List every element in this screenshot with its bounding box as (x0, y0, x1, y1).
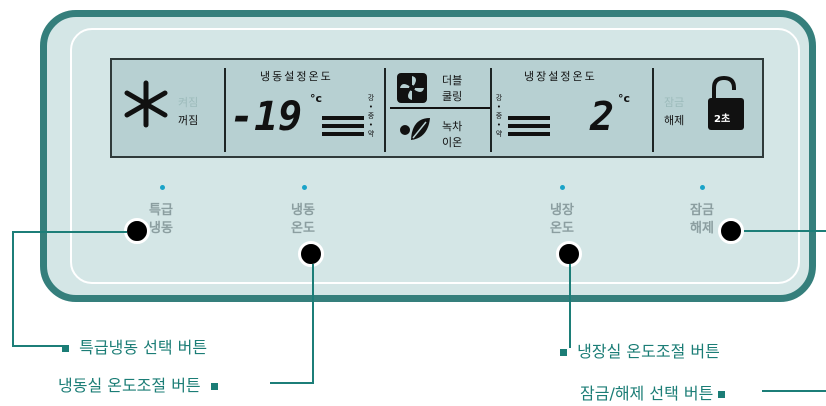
freezer-level-scale: 강 • 중 • 약 (367, 94, 375, 138)
fridge-temp-callout: 냉장실 온도조절 버튼 (560, 338, 720, 362)
level-strong: 강 (495, 94, 503, 102)
fan-icon (397, 73, 427, 103)
turbo-on-ghost: 켜짐 (178, 96, 199, 109)
button-label-line2: 해제 (690, 221, 714, 236)
fridge-temp-led (560, 185, 565, 190)
lcd-divider (652, 68, 654, 152)
lock-ghost-label: 잠금 (664, 96, 685, 109)
fridge-temp-button[interactable]: 냉장 온도 (532, 202, 592, 238)
leaf-icon (400, 118, 430, 140)
leader-line (270, 382, 314, 384)
lock-hold-badge: 2초 (714, 114, 731, 125)
bullet-square (560, 349, 567, 356)
button-label-line2: 온도 (550, 221, 574, 236)
level-weak: 약 (495, 130, 503, 138)
freezer-set-temp-title: 냉동설정온도 (260, 70, 333, 83)
level-medium: 중 (495, 112, 503, 120)
lcd-display: 켜짐 꺼짐 냉동설정온도 -19 °c 강 • 중 • 약 더블 쿨링 녹차 이… (110, 58, 764, 158)
lcd-divider (384, 68, 386, 152)
button-label-line1: 냉동 (291, 203, 315, 218)
leader-line (312, 264, 314, 384)
express-freeze-marker (124, 218, 150, 244)
lcd-hline (390, 107, 490, 109)
fridge-temp-unit: °c (618, 92, 631, 105)
lcd-divider (490, 68, 492, 152)
leader-line (12, 345, 62, 347)
callout-text: 잠금/해제 선택 버튼 (580, 384, 714, 403)
double-cooling-label-top: 더블 (442, 74, 463, 87)
freezer-level-bars (322, 116, 364, 140)
button-label-line1: 잠금 (690, 203, 714, 218)
callout-text: 냉동실 온도조절 버튼 (58, 376, 201, 395)
leader-line (569, 264, 571, 348)
bullet-square (718, 391, 726, 398)
lock-unlock-callout: 잠금/해제 선택 버튼 (580, 380, 726, 404)
level-strong: 강 (367, 94, 375, 102)
express-freeze-callout: 특급냉동 선택 버튼 (62, 334, 207, 358)
level-weak: 약 (367, 130, 375, 138)
callout-text: 특급냉동 선택 버튼 (79, 338, 208, 357)
green-tea-ion-label-top: 녹차 (442, 120, 463, 133)
fridge-level-bars (508, 116, 550, 140)
button-label-line2: 온도 (291, 221, 315, 236)
freezer-temp-unit: °c (310, 92, 323, 105)
double-cooling-label-bottom: 쿨링 (442, 90, 463, 103)
freezer-temp-led (302, 185, 307, 190)
freezer-temp-readout: -19 (230, 94, 303, 140)
button-label-line1: 특급 (149, 203, 173, 218)
fridge-set-temp-title: 냉장설정온도 (524, 70, 597, 83)
turbo-off-label: 꺼짐 (178, 114, 199, 127)
callout-text: 냉장실 온도조절 버튼 (577, 342, 720, 361)
padlock-icon (708, 76, 744, 130)
button-label-line2: 냉동 (149, 221, 173, 236)
lcd-divider (224, 68, 226, 152)
panel-inner-frame (70, 28, 800, 284)
lock-led (700, 185, 705, 190)
fridge-level-scale: 강 • 중 • 약 (495, 94, 503, 138)
snowflake-icon (124, 80, 168, 128)
express-freeze-button[interactable]: 특급 냉동 (131, 202, 191, 238)
freezer-temp-button[interactable]: 냉동 온도 (273, 202, 333, 238)
leader-line (744, 230, 826, 232)
express-freeze-led (160, 185, 165, 190)
leader-line (762, 390, 826, 392)
leader-line (12, 231, 127, 233)
green-tea-ion-label-bottom: 이온 (442, 136, 463, 149)
level-medium: 중 (367, 112, 375, 120)
lock-unlock-button[interactable]: 잠금 해제 (672, 202, 732, 238)
unlock-label: 해제 (664, 114, 685, 127)
fridge-temp-readout: 2 (590, 94, 615, 140)
bullet-square (62, 345, 69, 352)
button-label-line1: 냉장 (550, 203, 574, 218)
freezer-temp-marker (298, 241, 324, 267)
bullet-square (210, 383, 218, 390)
lock-unlock-marker (718, 218, 744, 244)
leader-line (12, 231, 14, 347)
freezer-temp-callout: 냉동실 온도조절 버튼 (58, 372, 218, 396)
